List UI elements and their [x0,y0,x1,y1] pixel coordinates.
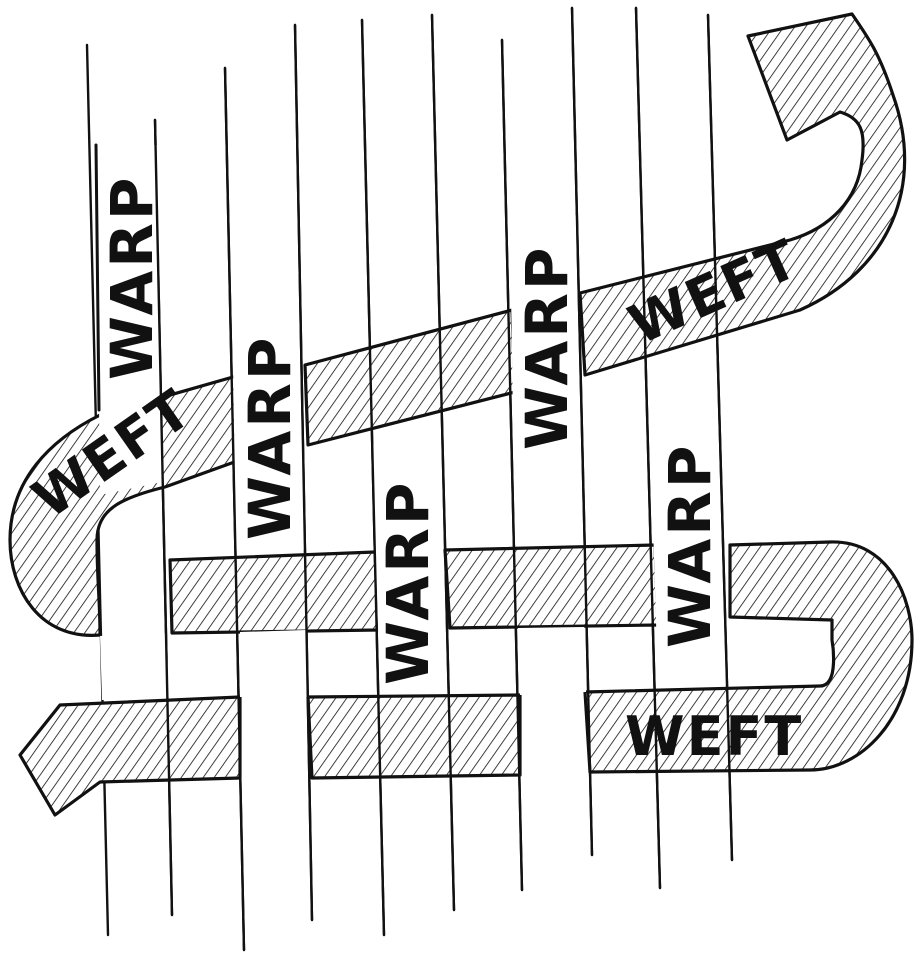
warp-label: WARP [374,480,442,685]
weft-band-upper-mid [305,310,515,445]
warp-label: WARP [98,175,166,380]
weft-band-middle-right [445,545,658,628]
weft-band-middle-left [170,552,378,633]
warp-label: WARP [236,335,304,540]
weft-label: WEFT [625,705,803,768]
warp-label: WARP [656,443,724,648]
weft-band-bottom [20,697,240,815]
warp-label: WARP [513,245,581,450]
weft-band-bottom-mid [308,695,520,778]
